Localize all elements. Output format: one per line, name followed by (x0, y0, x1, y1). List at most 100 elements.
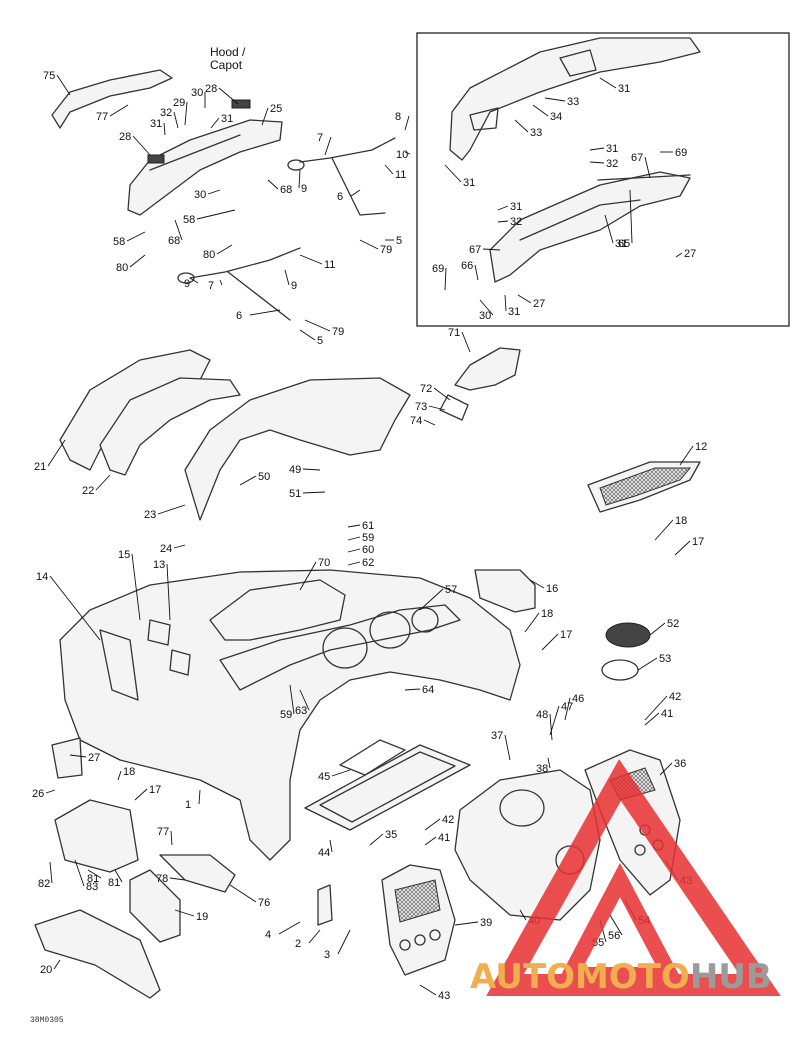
leader-line (637, 657, 658, 671)
callout-42: 42 (644, 691, 681, 721)
callout-number: 73 (415, 401, 427, 413)
leader-line (216, 244, 233, 255)
leader-line (359, 239, 379, 250)
callout-83: 83 (74, 859, 98, 893)
callout-number: 80 (116, 262, 128, 274)
callout-number: 1 (185, 799, 191, 811)
leader-line (347, 524, 361, 528)
callout-8: 8 (395, 111, 410, 131)
callout-79: 79 (359, 239, 392, 256)
leader-line (239, 475, 257, 486)
callout-67: 67 (631, 152, 651, 179)
leader-line (157, 504, 186, 515)
leader-line (267, 179, 279, 190)
callout-82: 82 (38, 861, 53, 890)
callout-6: 6 (337, 189, 361, 203)
leader-line (675, 252, 683, 258)
gasket-ring-53 (601, 659, 639, 681)
callout-number: 76 (258, 897, 270, 909)
callout-number: 7 (208, 280, 214, 292)
callout-78: 78 (156, 873, 186, 885)
callout-66: 66 (461, 260, 479, 281)
leader-line (95, 474, 111, 491)
leader-line (424, 818, 441, 831)
leader-line (45, 789, 56, 794)
callout-number: 27 (533, 298, 545, 310)
callout-31: 31 (589, 143, 618, 155)
leader-line (126, 231, 146, 242)
callout-3: 3 (324, 929, 351, 961)
callout-33: 33 (544, 96, 579, 108)
watermark-text: AUTOMOTOHUB (470, 957, 772, 997)
leader-line (304, 319, 331, 332)
callout-9: 9 (284, 269, 297, 292)
leader-line (454, 921, 479, 926)
callout-number: 79 (332, 326, 344, 338)
callout-number: 16 (546, 583, 558, 595)
callout-41: 41 (644, 708, 673, 726)
leader-line (674, 540, 691, 556)
callout-number: 18 (123, 766, 135, 778)
callout-28: 28 (119, 131, 151, 156)
callout-number: 83 (86, 881, 98, 893)
callout-number: 32 (606, 158, 618, 170)
leader-line (302, 468, 321, 471)
callout-number: 30 (479, 310, 491, 322)
leader-line (679, 445, 694, 466)
callout-31: 31 (604, 214, 627, 250)
callout-number: 5 (317, 335, 323, 347)
callout-2: 2 (295, 929, 321, 950)
callout-number: 17 (149, 784, 161, 796)
hood-label-line2: Capot (210, 58, 243, 72)
callout-46: 46 (564, 693, 584, 721)
inset-hood-bracket (449, 37, 701, 161)
callout-13: 13 (153, 559, 171, 621)
callout-number: 9 (291, 280, 297, 292)
leader-line (56, 74, 71, 96)
leader-line (69, 754, 87, 758)
callout-19: 19 (174, 909, 208, 923)
panel-19 (129, 869, 181, 943)
callout-number: 10 (396, 149, 408, 161)
callout-number: 79 (380, 244, 392, 256)
callout-11: 11 (384, 164, 406, 181)
callout-number: 29 (173, 97, 185, 109)
callout-number: 75 (43, 70, 55, 82)
leader-line (53, 959, 61, 970)
leader-line (479, 299, 494, 316)
callout-69: 69 (432, 263, 447, 291)
mirror-assembly (439, 347, 521, 421)
callout-35: 35 (369, 829, 397, 846)
callout-64: 64 (404, 684, 434, 696)
callout-number: 27 (88, 752, 100, 764)
leader-line (514, 119, 529, 133)
callout-number: 47 (561, 701, 573, 713)
callout-number: 18 (675, 515, 687, 527)
callout-number: 31 (508, 306, 520, 318)
callout-60: 60 (347, 544, 374, 556)
callout-number: 81 (87, 873, 99, 885)
leader-line (87, 869, 102, 879)
leader-line (329, 839, 333, 853)
leader-line (428, 405, 446, 411)
callout-56: 56 (608, 914, 623, 942)
callout-53: 53 (637, 653, 671, 671)
callout-number: 39 (480, 917, 492, 929)
leader-line (444, 164, 462, 183)
leader-line (644, 156, 651, 179)
callout-number: 36 (674, 758, 686, 770)
callout-number: 56 (608, 930, 620, 942)
callout-11: 11 (299, 254, 335, 271)
drawing-code: 38M0305 (30, 1016, 64, 1025)
callout-59: 59 (280, 684, 295, 721)
callout-number: 77 (96, 111, 108, 123)
callout-17: 17 (541, 629, 572, 651)
callout-6: 6 (236, 309, 281, 322)
callout-number: 22 (82, 485, 94, 497)
leader-line (299, 254, 323, 265)
callout-number: 49 (289, 464, 301, 476)
callout-9: 9 (184, 277, 199, 290)
watermark-word-1: AUTOMOTO (470, 957, 690, 997)
watermark-triangle-outer (486, 759, 781, 996)
leader-line (324, 136, 332, 156)
